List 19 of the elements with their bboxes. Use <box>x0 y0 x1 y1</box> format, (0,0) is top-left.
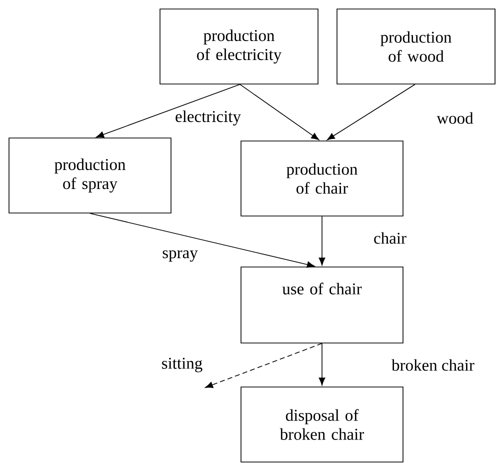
process-box: disposal of broken chair <box>240 386 404 462</box>
process-box: production of electricity <box>160 8 318 84</box>
edge-label: spray <box>161 249 199 263</box>
process-box: production of chair <box>240 140 404 216</box>
process-box: production of wood <box>336 8 496 84</box>
edge-label: electricity <box>174 110 242 126</box>
edge-label: sitting <box>160 356 204 374</box>
edge-label: chair <box>372 231 408 245</box>
arrow <box>326 84 416 140</box>
edge-label: wood <box>436 111 474 125</box>
arrow <box>205 343 322 388</box>
process-box: production of spray <box>8 138 172 214</box>
arrow <box>96 84 240 138</box>
edge-label: broken chair <box>390 358 476 372</box>
arrow <box>318 343 326 386</box>
arrow <box>90 213 315 268</box>
arrow <box>240 84 320 140</box>
process-box: use of chair <box>240 266 404 344</box>
arrow <box>318 216 326 266</box>
